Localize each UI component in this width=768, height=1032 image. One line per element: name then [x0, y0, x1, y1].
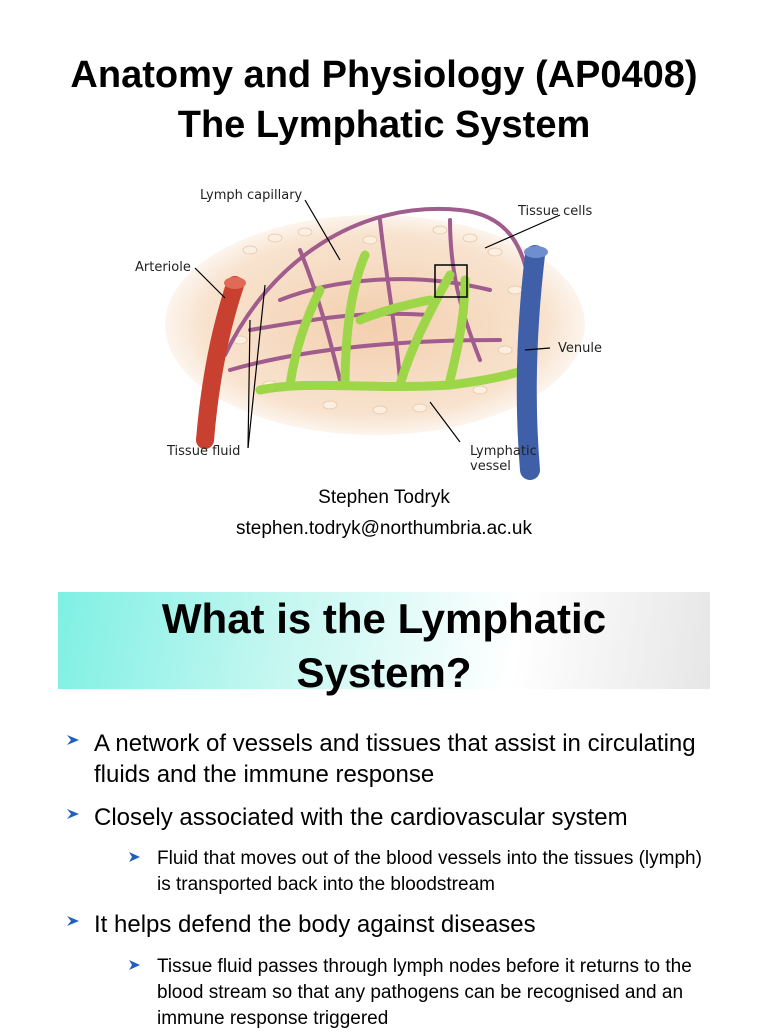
label-tissue-fluid: Tissue fluid — [167, 444, 241, 459]
slide-2-title-line-2: System? — [296, 649, 472, 696]
detail-box — [434, 264, 468, 298]
slide-2-title: What is the Lymphatic System? — [58, 592, 710, 700]
bullet-item: Closely associated with the cardiovascul… — [66, 802, 714, 833]
capillary-bed — [223, 206, 532, 382]
label-arteriole: Arteriole — [135, 260, 191, 275]
lymphatic-diagram: Lymph capillary Tissue cells Arteriole V… — [130, 180, 620, 480]
author-name: Stephen Todryk — [318, 487, 450, 508]
sub-bullet-item: Tissue fluid passes through lymph nodes … — [128, 954, 717, 1032]
label-lymph-capillary: Lymph capillary — [200, 188, 303, 203]
label-venule: Venule — [558, 341, 602, 356]
bullet-item: A network of vessels and tissues that as… — [66, 728, 714, 790]
sub-bullet-item: Fluid that moves out of the blood vessel… — [128, 846, 717, 898]
bullet-text: Fluid that moves out of the blood vessel… — [157, 848, 702, 895]
arteriole-vessel — [196, 276, 244, 449]
label-lymphatic-vessel-line-2: vessel — [470, 459, 511, 474]
bullet-item: It helps defend the body against disease… — [66, 909, 714, 940]
label-lymphatic-vessel: Lymphatic vessel — [470, 444, 537, 474]
slide-title-line-2: The Lymphatic System — [177, 104, 591, 146]
lymph-capillaries — [255, 250, 530, 395]
arteriole-opening — [224, 277, 246, 289]
bullet-text: Tissue fluid passes through lymph nodes … — [157, 956, 692, 1029]
slide-title: Anatomy and Physiology (AP0408) The Lymp… — [0, 50, 768, 150]
venule-opening — [524, 246, 548, 258]
author-email: stephen.todryk@northumbria.ac.uk — [236, 518, 532, 539]
slide-title-line-1: Anatomy and Physiology (AP0408) — [70, 54, 698, 96]
slide-2-title-banner: What is the Lymphatic System? — [58, 592, 710, 696]
tissue-cells — [222, 225, 523, 415]
arrow-bullet-icon — [67, 735, 79, 745]
arrow-bullet-icon — [129, 852, 140, 862]
slide-2-title-line-1: What is the Lymphatic — [161, 595, 607, 642]
bullet-text: It helps defend the body against disease… — [94, 911, 536, 938]
bullet-text: Closely associated with the cardiovascul… — [94, 804, 628, 831]
arrow-bullet-icon — [67, 916, 79, 926]
arrow-bullet-icon — [129, 960, 140, 970]
label-lymphatic-vessel-line-1: Lymphatic — [470, 444, 537, 459]
arrow-bullet-icon — [67, 809, 79, 819]
venule-vessel — [516, 245, 545, 480]
lymphatic-diagram-illustration — [165, 199, 585, 480]
leader-lines — [194, 199, 561, 449]
label-tissue-cells: Tissue cells — [518, 204, 593, 219]
bullet-text: A network of vessels and tissues that as… — [94, 730, 696, 788]
